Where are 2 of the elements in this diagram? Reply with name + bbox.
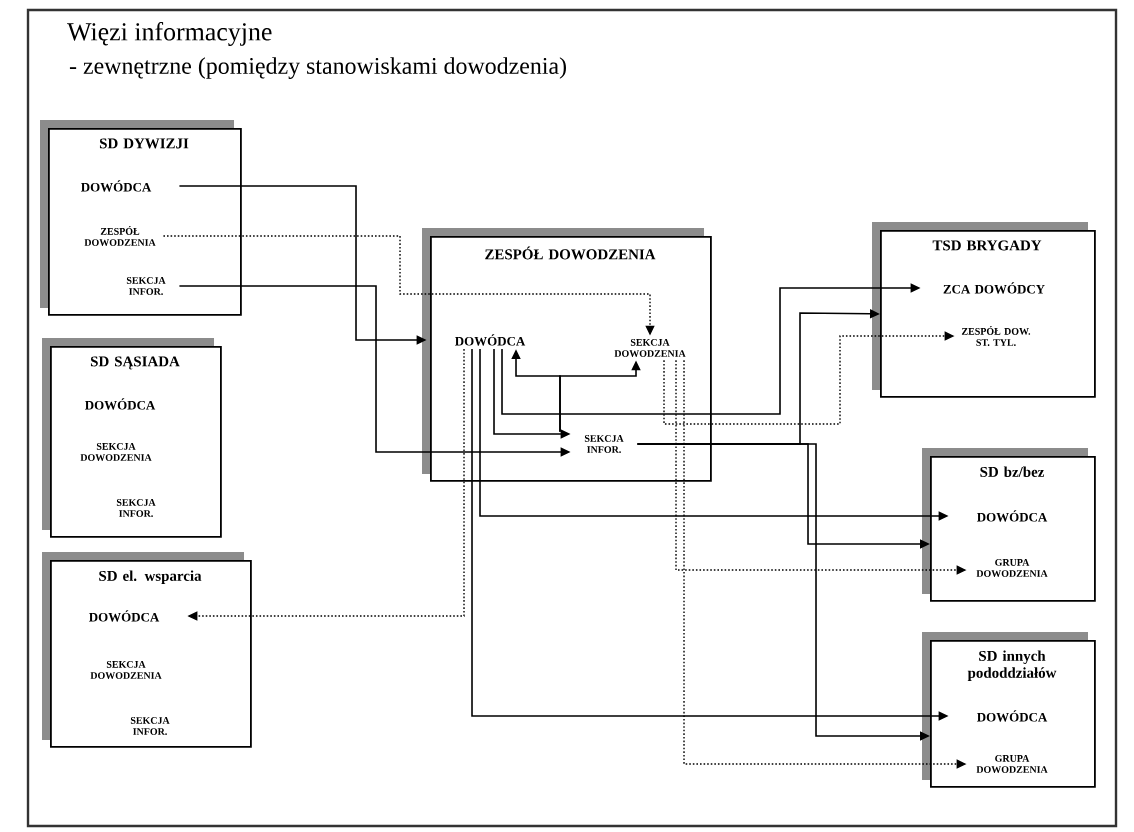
subtitle: - zewnętrzne (pomiędzy stanowiskami dowodzenia) [69, 57, 566, 79]
title: Więzi informacyjne [67, 22, 272, 46]
